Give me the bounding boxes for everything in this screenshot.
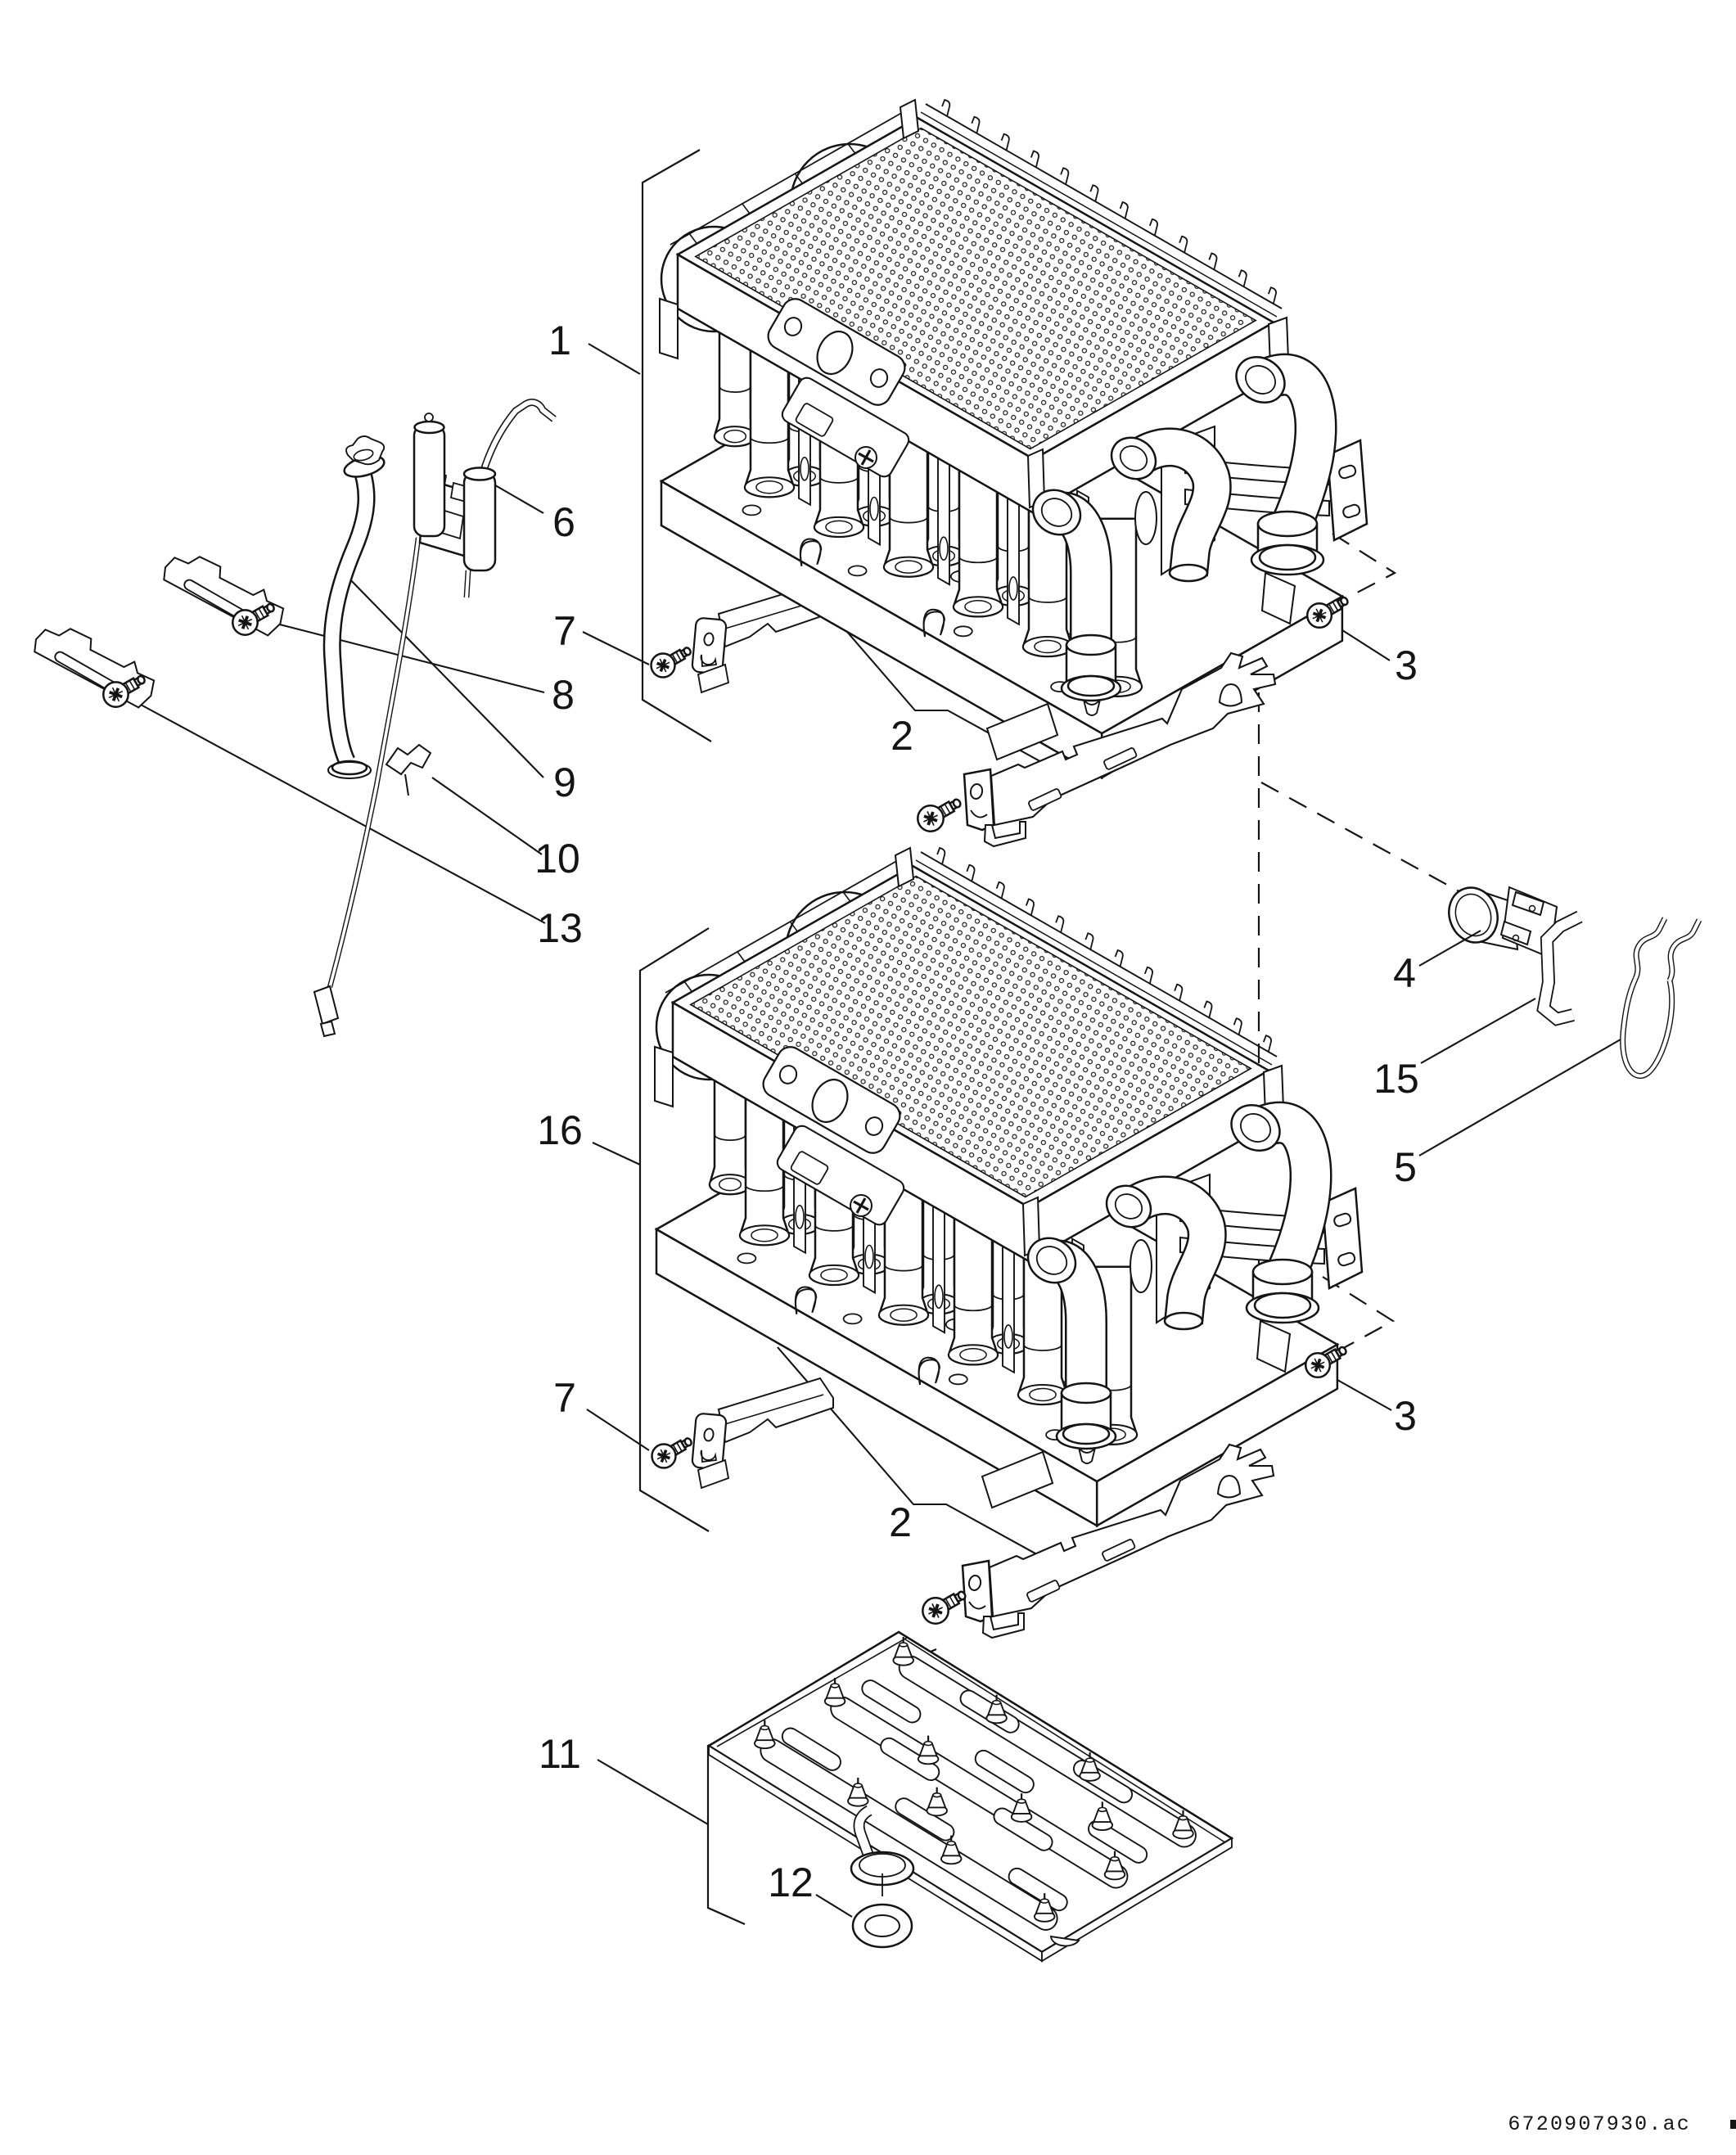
svg-text:3: 3 xyxy=(1395,642,1418,688)
svg-text:8: 8 xyxy=(552,672,575,718)
svg-text:7: 7 xyxy=(553,608,576,654)
svg-text:3: 3 xyxy=(1394,1393,1417,1439)
svg-text:6720907930.ac: 6720907930.ac xyxy=(1508,2112,1691,2136)
svg-text:7: 7 xyxy=(553,1375,576,1421)
svg-text:2: 2 xyxy=(889,1499,912,1545)
svg-text:2: 2 xyxy=(891,713,913,759)
svg-text:11: 11 xyxy=(539,1731,581,1777)
svg-text:10: 10 xyxy=(534,836,580,881)
svg-text:13: 13 xyxy=(537,905,583,951)
svg-text:1: 1 xyxy=(548,318,571,363)
svg-text:16: 16 xyxy=(537,1107,583,1153)
svg-text:12: 12 xyxy=(768,1860,814,1905)
svg-text:5: 5 xyxy=(1394,1144,1417,1190)
svg-text:6: 6 xyxy=(552,499,575,545)
svg-text:9: 9 xyxy=(553,760,576,805)
svg-text:15: 15 xyxy=(1373,1056,1419,1102)
svg-text:4: 4 xyxy=(1393,950,1416,996)
